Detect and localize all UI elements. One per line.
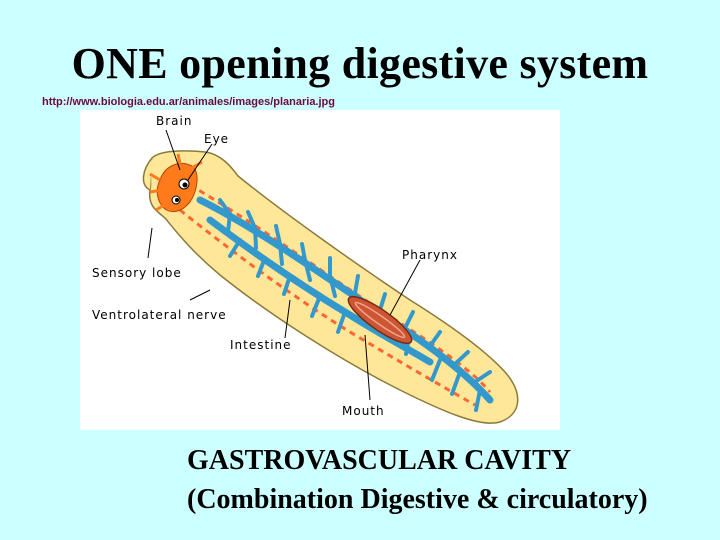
label-pharynx: Pharynx: [402, 248, 458, 262]
caption-line-1: GASTROVASCULAR CAVITY: [187, 445, 572, 476]
label-ventrolateral-nerve: Ventrolateral nerve: [92, 308, 227, 322]
pharynx-shape: [347, 295, 413, 345]
intestine-main-lower: [206, 216, 434, 366]
intestine-branches: [218, 198, 492, 412]
planaria-diagram: Brain Eye Pharynx Sensory lobe Ventrolat…: [80, 110, 560, 430]
ventrolateral-nerve-lower: [179, 208, 476, 407]
label-brain: Brain: [156, 114, 193, 128]
planaria-illustration: [142, 129, 519, 424]
label-sensory-lobe: Sensory lobe: [92, 266, 182, 280]
label-intestine: Intestine: [230, 338, 292, 352]
caption-line-2: (Combination Digestive & circulatory): [187, 484, 648, 515]
slide-title: ONE opening digestive system: [71, 39, 649, 88]
label-mouth: Mouth: [342, 404, 385, 418]
leader-lines: [147, 129, 421, 401]
label-eye: Eye: [204, 132, 230, 146]
source-url: http://www.biologia.edu.ar/animales/imag…: [42, 96, 335, 108]
